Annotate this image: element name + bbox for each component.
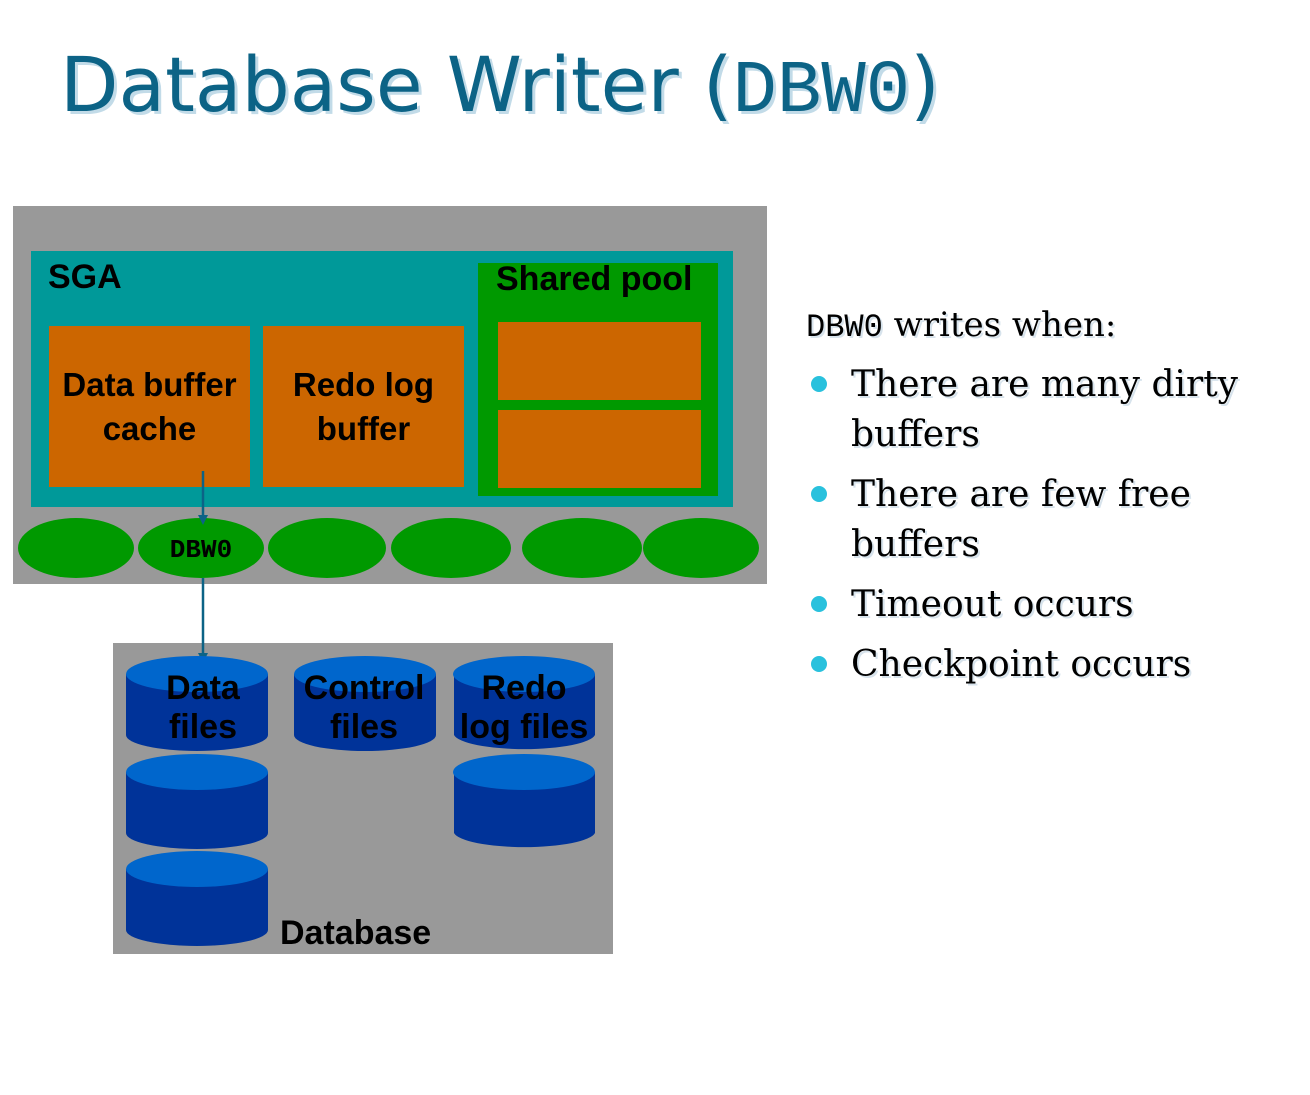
list-item: There are few free buffers [806, 470, 1286, 570]
list-item-text: Timeout occurs [851, 584, 1134, 625]
disk [126, 869, 268, 946]
write-conditions-intro: DBW0 writes when: [806, 305, 1286, 346]
dbw0-process [138, 518, 264, 578]
disk [126, 674, 268, 751]
redo-log-files-label: Redo log files [459, 669, 589, 746]
data-files-label: Data files [166, 669, 240, 746]
bullet-dot-icon [811, 376, 827, 392]
datafile-disks [126, 656, 595, 946]
title-text: Database Writer ( [60, 40, 733, 129]
shared-pool-label: Shared pool [496, 260, 693, 298]
disk [454, 772, 595, 848]
bullet-dot-icon [811, 486, 827, 502]
list-item: Checkpoint occurs [806, 640, 1286, 690]
list-item-text: There are few free buffers [851, 474, 1191, 565]
disk [126, 772, 268, 849]
slide-title: Database Writer (DBW0) [60, 40, 940, 134]
intro-text: writes when: [882, 305, 1117, 345]
background-process [391, 518, 511, 578]
title-process-name: DBW0 [732, 50, 911, 134]
redo-log-buffer: Redo log buffer [263, 326, 464, 487]
list-item-text: Checkpoint occurs [851, 644, 1192, 685]
sga-label: SGA [48, 258, 122, 296]
data-buffer-cache: Data buffer cache [49, 326, 250, 487]
title-close: ) [910, 40, 940, 129]
list-item: There are many dirty buffers [806, 360, 1286, 460]
background-process [522, 518, 642, 578]
intro-process-name: DBW0 [806, 309, 883, 346]
bullet-dot-icon [811, 596, 827, 612]
disk [294, 674, 436, 751]
background-process [268, 518, 386, 578]
list-item-text: There are many dirty buffers [851, 364, 1239, 455]
list-item: Timeout occurs [806, 580, 1286, 630]
background-processes: DBW0 [18, 518, 759, 578]
control-files-label: Control files [303, 669, 425, 746]
background-process [18, 518, 134, 578]
background-process [643, 518, 759, 578]
database-label: Database [280, 914, 432, 952]
write-conditions: DBW0 writes when: There are many dirty b… [806, 305, 1286, 700]
bullet-dot-icon [811, 656, 827, 672]
dbw0-process-label: DBW0 [170, 535, 232, 565]
shared-pool-block-top [498, 322, 701, 400]
write-conditions-list: There are many dirty buffers There are f… [806, 360, 1286, 690]
shared-pool-block-bottom [498, 410, 701, 488]
disk [454, 674, 595, 750]
